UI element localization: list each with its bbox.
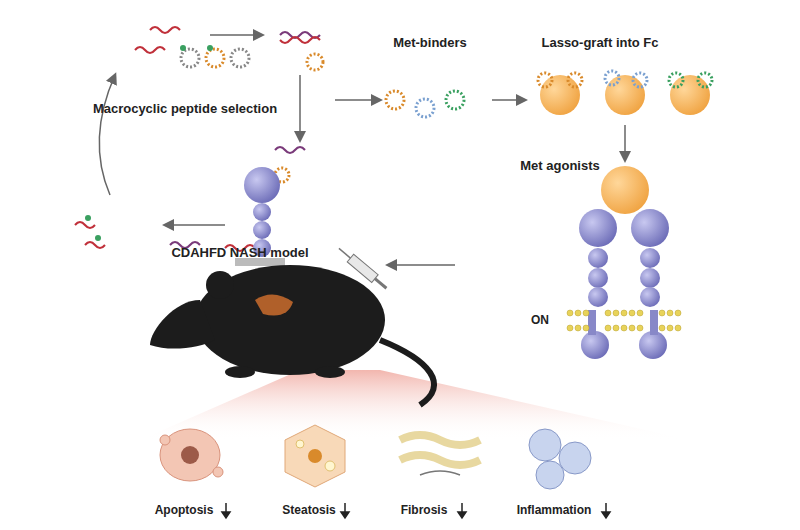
stage-label: Met-binders — [393, 35, 467, 50]
stage-label: Macrocyclic peptide selection — [93, 101, 277, 116]
stage-label: ON — [531, 313, 549, 327]
stage-label: Lasso-graft into Fc — [541, 35, 658, 50]
stage-label: Inflammation — [517, 503, 592, 517]
stage-label: CDAHFD NASH model — [171, 245, 308, 260]
stage-label: Fibrosis — [401, 503, 448, 517]
stage-label: Met agonists — [520, 158, 599, 173]
stage-label: Apoptosis — [155, 503, 214, 517]
stage-label: Steatosis — [282, 503, 335, 517]
